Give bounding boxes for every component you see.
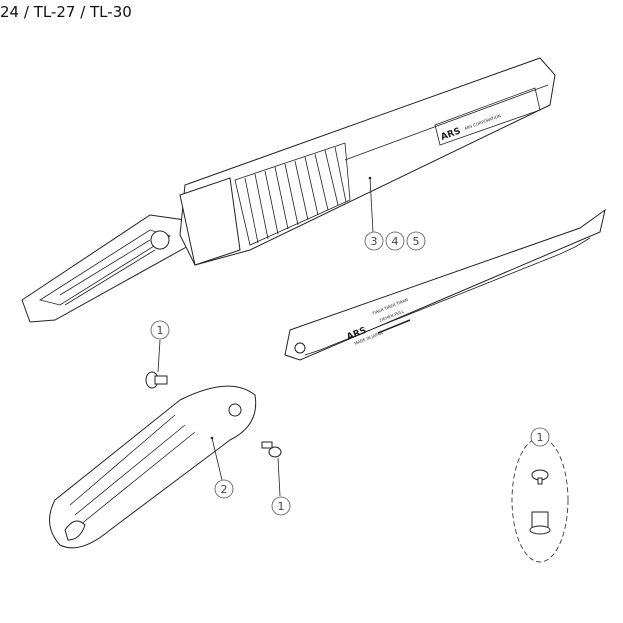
svg-text:3: 3 (371, 235, 378, 248)
sheath-label-plate (434, 87, 541, 146)
screw-set (511, 437, 569, 563)
callout-sheath-5: 5 (406, 231, 426, 251)
callout-screw-set: 1 (530, 427, 550, 447)
callout-sheath-4: 4 (385, 231, 405, 251)
belt-clip (21, 214, 191, 323)
sheath: ARS ARS CORPORATION (179, 57, 556, 266)
svg-text:5: 5 (413, 235, 420, 248)
sheath-grip-ribs (234, 142, 351, 246)
callout-screw-top: 1 (150, 320, 170, 340)
callout-sheath-3: 3 (364, 231, 384, 251)
screw-top (145, 339, 168, 389)
screw-bottom (261, 441, 282, 497)
callout-screw-bottom: 1 (271, 496, 291, 516)
svg-text:1: 1 (278, 500, 285, 513)
handle (49, 385, 257, 549)
page-title: 24 / TL-27 / TL-30 (0, 3, 132, 21)
svg-text:1: 1 (157, 324, 164, 337)
saw-blade: ARS MADE IN JAPAN TIRAR TIRER TIRAN ZIEH… (284, 208, 606, 361)
svg-text:1: 1 (537, 431, 544, 444)
svg-text:2: 2 (221, 483, 228, 496)
svg-text:4: 4 (392, 235, 399, 248)
callout-handle: 2 (214, 479, 234, 499)
